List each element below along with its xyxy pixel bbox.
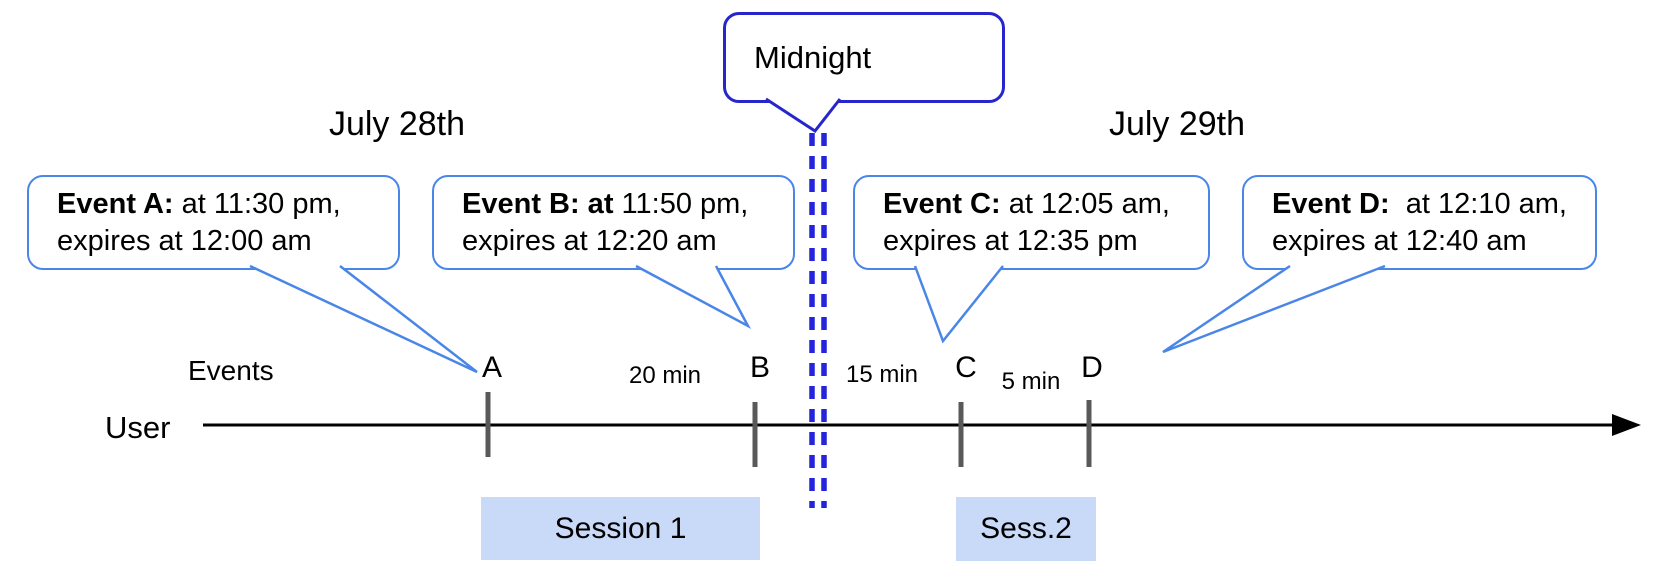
event-c-callout-tail (913, 265, 1004, 344)
session-1-box: Session 1 (481, 497, 760, 560)
midnight-callout: Midnight (723, 12, 1005, 103)
event-a-line1: Event A: at 11:30 pm, (57, 188, 341, 220)
gap-label-20min: 20 min (628, 362, 702, 389)
tick-label-c: C (955, 351, 977, 384)
event-d-callout-tail (1162, 264, 1386, 354)
events-axis-label: Events (188, 355, 274, 386)
gap-label-5min: 5 min (1001, 368, 1061, 395)
event-a-line2: expires at 12:00 am (57, 225, 312, 257)
tick-label-a: A (481, 351, 502, 384)
event-b-line2: expires at 12:20 am (462, 225, 717, 257)
event-c-line1: Event C: at 12:05 am, (883, 188, 1170, 220)
event-b-callout: Event B: at 11:50 pm, expires at 12:20 a… (432, 175, 795, 270)
event-c-line2: expires at 12:35 pm (883, 225, 1138, 257)
tick-label-d: D (1081, 351, 1103, 384)
event-b-line1: Event B: at 11:50 pm, (462, 188, 749, 220)
date-heading-july-29: July 29th (1108, 105, 1246, 143)
user-axis-label: User (105, 410, 171, 445)
event-c-callout: Event C: at 12:05 am, expires at 12:35 p… (853, 175, 1210, 270)
event-a-callout-tail (249, 264, 478, 374)
event-d-callout: Event D: at 12:10 am, expires at 12:40 a… (1242, 175, 1597, 270)
event-d-line2: expires at 12:40 am (1272, 225, 1527, 257)
event-b-callout-tail (635, 264, 752, 330)
timeline-arrowhead-icon (1612, 414, 1641, 436)
midnight-callout-tail (765, 97, 842, 134)
tick-label-b: B (749, 351, 770, 384)
event-a-callout: Event A: at 11:30 pm, expires at 12:00 a… (27, 175, 400, 270)
event-d-line1: Event D: at 12:10 am, (1272, 188, 1567, 220)
date-heading-july-28: July 28th (328, 105, 466, 143)
session-1-label: Session 1 (554, 511, 687, 545)
session-2-label: Sess.2 (980, 512, 1072, 545)
session-2-box: Sess.2 (956, 497, 1096, 561)
midnight-callout-label: Midnight (754, 39, 872, 75)
gap-label-15min: 15 min (845, 361, 919, 388)
